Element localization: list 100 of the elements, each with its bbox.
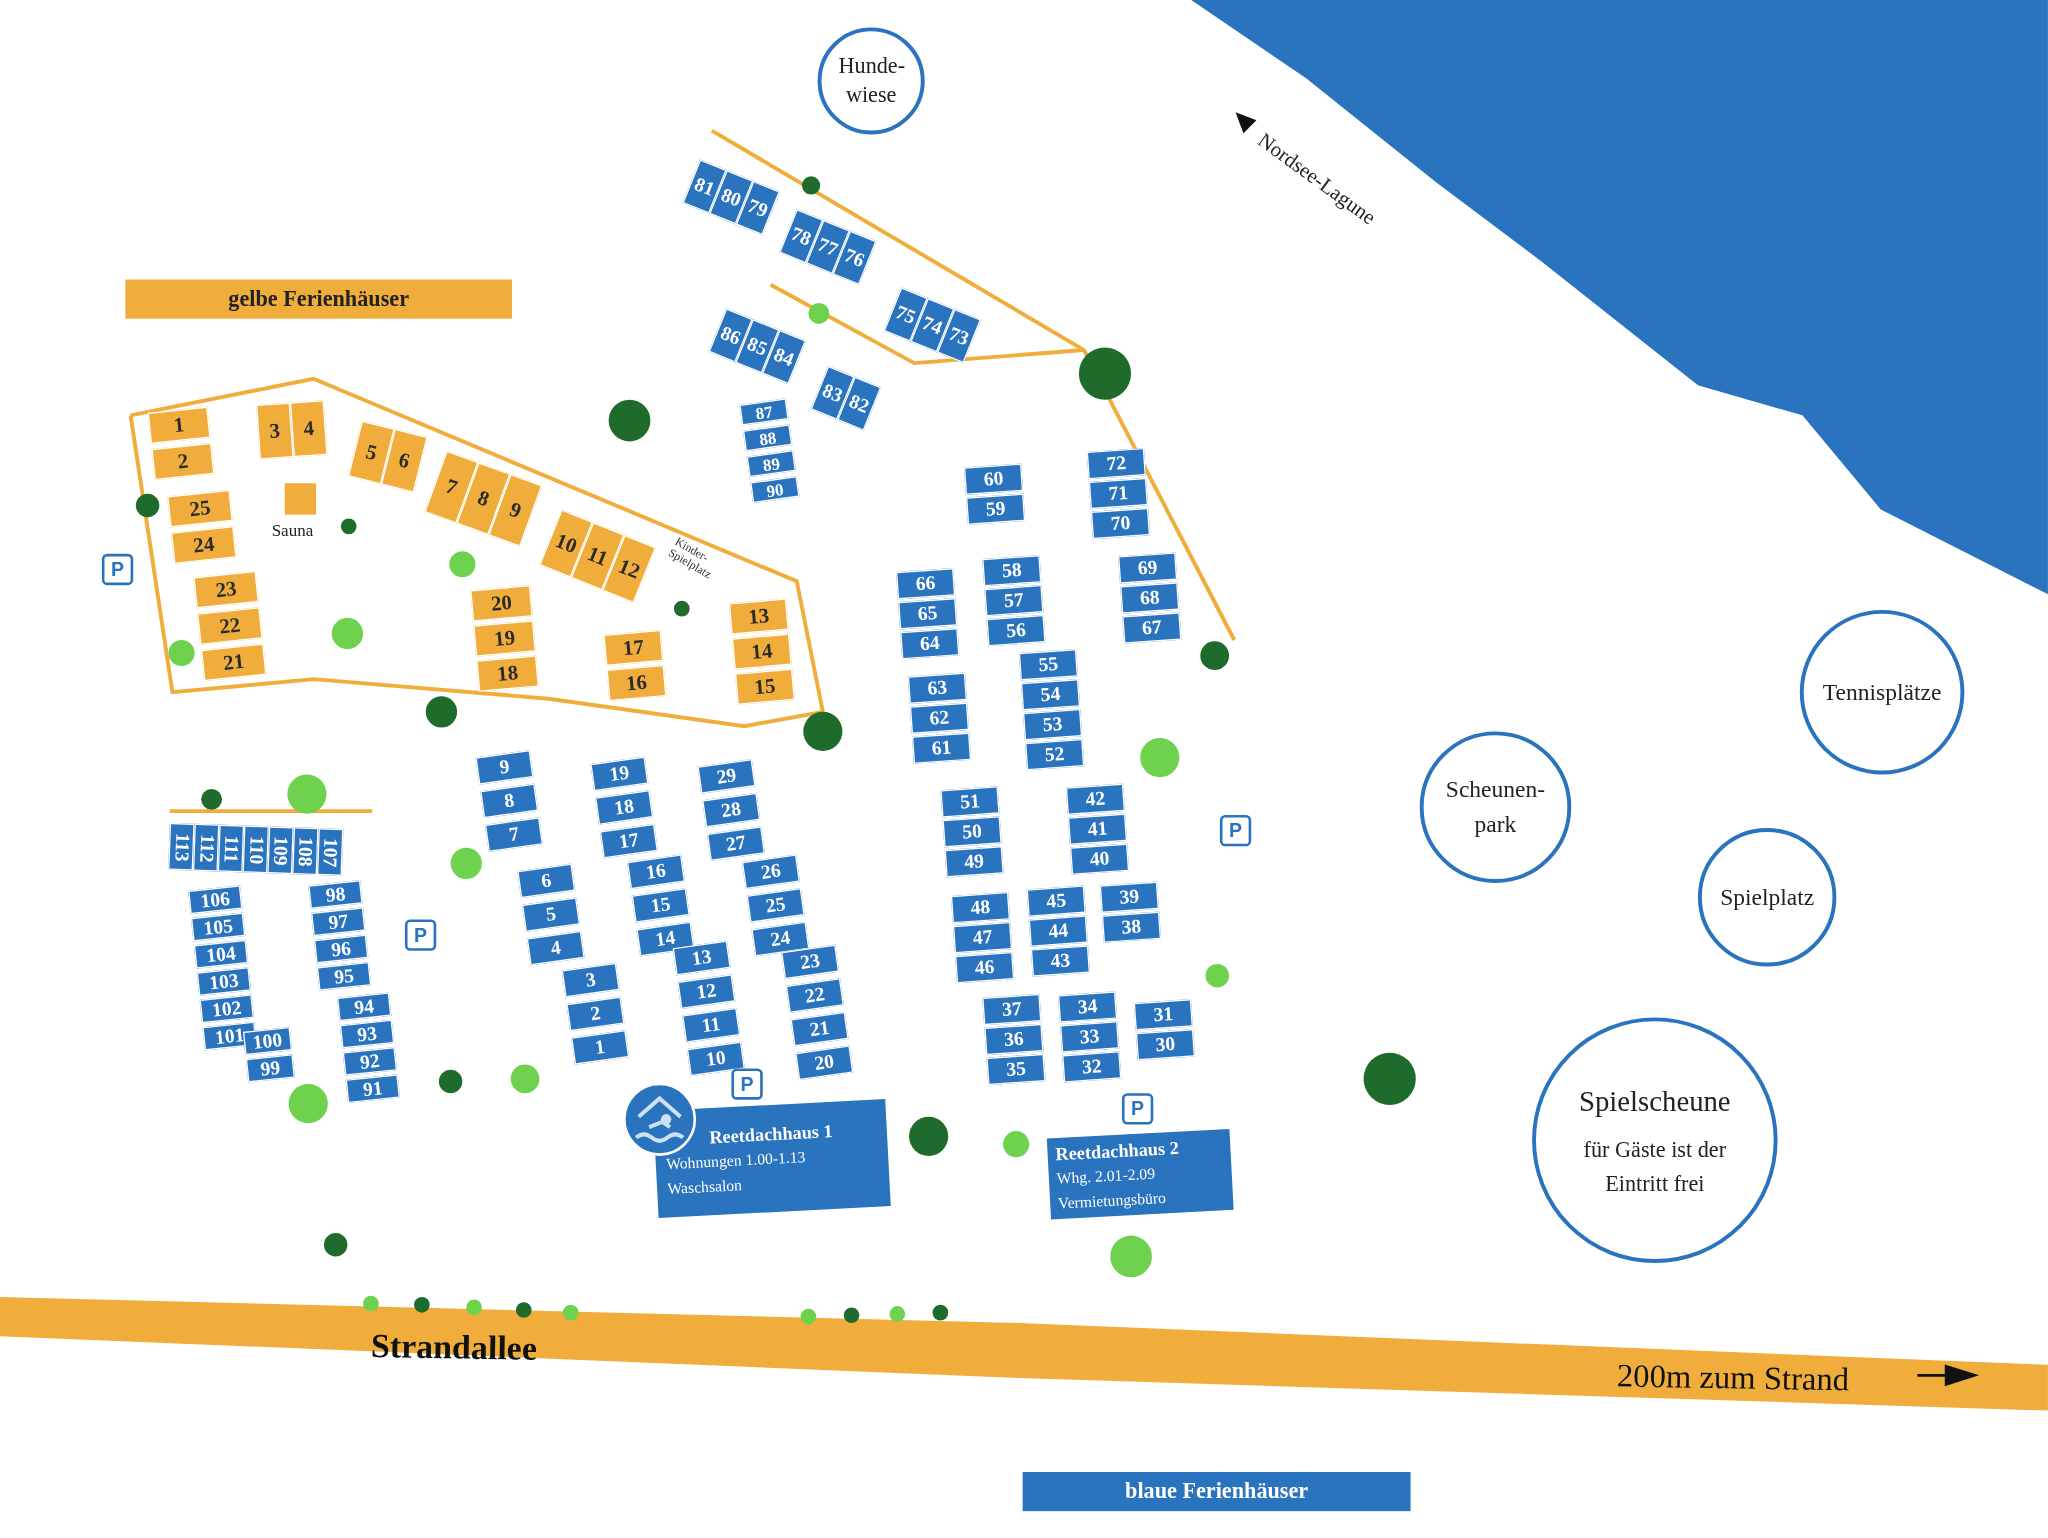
facility-name: Spielscheune <box>1579 1083 1731 1120</box>
house-box: 12 <box>677 974 736 1009</box>
house-box: 19 <box>590 756 649 792</box>
facility-note: für Gäste ist der Eintritt frei <box>1582 1135 1728 1198</box>
house-box: 32 <box>1062 1051 1122 1083</box>
house-box: 94 <box>336 992 392 1022</box>
building-note: Waschsalon <box>666 1174 744 1200</box>
house-box: 2 <box>566 996 625 1032</box>
house-box: 91 <box>345 1074 400 1104</box>
house-box: 108 <box>292 827 319 876</box>
house-box: 47 <box>952 921 1013 954</box>
house-box: 21 <box>790 1011 849 1047</box>
house-box: 16 <box>606 664 667 702</box>
house-box: 22 <box>197 607 263 645</box>
house-box: 62 <box>909 702 970 734</box>
house-box: 89 <box>746 450 796 478</box>
house-box: 65 <box>898 598 958 630</box>
house-box: 25 <box>167 489 233 528</box>
house-box: 48 <box>950 892 1011 924</box>
house-box: 66 <box>896 568 956 600</box>
parking-sign: P <box>1121 1093 1154 1125</box>
house-box: 4 <box>526 930 585 966</box>
house-box: 68 <box>1120 582 1180 614</box>
house-box: 44 <box>1028 915 1088 947</box>
house-box: 15 <box>631 888 690 923</box>
house-box: 17 <box>599 823 658 859</box>
house-box: 55 <box>1018 649 1078 681</box>
house-box: 105 <box>190 912 246 942</box>
house-box: 3 <box>256 402 294 460</box>
house-box: 53 <box>1022 709 1083 741</box>
house-box: 22 <box>785 978 844 1013</box>
house-box: 109 <box>267 826 294 875</box>
house-box: 67 <box>1122 612 1182 644</box>
house-box: 5 <box>521 897 581 932</box>
house-box: 34 <box>1057 991 1118 1023</box>
house-box: 14 <box>731 633 792 670</box>
house-box: 98 <box>308 880 363 909</box>
house-box: 63 <box>907 672 967 704</box>
house-box: 95 <box>316 961 372 991</box>
house-box: 90 <box>750 475 800 504</box>
house-box: 7 <box>484 817 543 852</box>
house-box: 19 <box>473 620 536 657</box>
house-box: 58 <box>982 555 1042 587</box>
house-box: 9 <box>475 749 534 785</box>
facility-name: Scheunen-park <box>1444 774 1547 840</box>
house-box: 4 <box>289 400 328 458</box>
house-box: 69 <box>1118 552 1178 584</box>
house-box: 27 <box>706 826 766 862</box>
house-box: 45 <box>1026 885 1086 917</box>
house-box: 59 <box>966 493 1026 525</box>
house-box: 25 <box>746 888 805 923</box>
house-box: 99 <box>245 1054 295 1083</box>
house-box: 64 <box>900 628 960 660</box>
house-box: 71 <box>1088 477 1148 510</box>
house-box: 88 <box>742 424 793 452</box>
house-box: 17 <box>603 629 664 666</box>
house-box: 43 <box>1030 945 1091 977</box>
house-box: 49 <box>944 846 1004 878</box>
house-box: 103 <box>196 967 252 996</box>
house-box: 96 <box>313 934 369 964</box>
house-box: 39 <box>1099 881 1159 913</box>
house-box: 16 <box>626 854 686 890</box>
house-box: 21 <box>200 643 267 682</box>
house-box: 72 <box>1086 447 1146 480</box>
house-box: 18 <box>595 790 654 825</box>
house-box: 100 <box>242 1026 293 1056</box>
house-box: 70 <box>1090 507 1151 540</box>
legend-bar: gelbe Ferienhäuser <box>125 279 512 319</box>
legend-bar: blaue Ferienhäuser <box>1022 1471 1411 1512</box>
house-box: 20 <box>795 1045 854 1081</box>
sauna-label: Sauna <box>271 518 314 542</box>
house-box: 93 <box>339 1019 395 1049</box>
house-box: 52 <box>1025 738 1085 771</box>
house-box: 111 <box>217 824 245 873</box>
house-box: 8 <box>480 783 539 819</box>
distance-label: 200m zum Strand <box>1616 1356 1850 1399</box>
house-box: 5 <box>347 420 395 485</box>
facility-name: Hunde-wiese <box>838 52 904 110</box>
house-box: 57 <box>984 584 1044 617</box>
house-box: 40 <box>1069 843 1130 875</box>
house-box: 37 <box>982 993 1042 1026</box>
parking-sign: P <box>731 1068 763 1100</box>
house-box: 15 <box>734 668 795 705</box>
facility-name: Spielplatz <box>1720 882 1815 912</box>
house-box: 36 <box>984 1023 1044 1056</box>
house-box: 104 <box>193 939 249 969</box>
house-box: 97 <box>311 907 366 937</box>
house-box: 20 <box>470 585 533 622</box>
house-box: 87 <box>739 398 789 426</box>
house-box: 113 <box>168 822 195 871</box>
house-box: 3 <box>561 962 620 998</box>
house-box: 23 <box>193 570 259 609</box>
house-box: 1 <box>147 406 211 444</box>
house-box: 26 <box>741 854 800 890</box>
house-box: 28 <box>702 792 761 828</box>
house-box: 23 <box>781 944 840 980</box>
house-box: 35 <box>986 1053 1046 1086</box>
house-box: 50 <box>942 816 1002 848</box>
house-box: 18 <box>476 655 539 692</box>
house-box: 112 <box>192 823 220 872</box>
